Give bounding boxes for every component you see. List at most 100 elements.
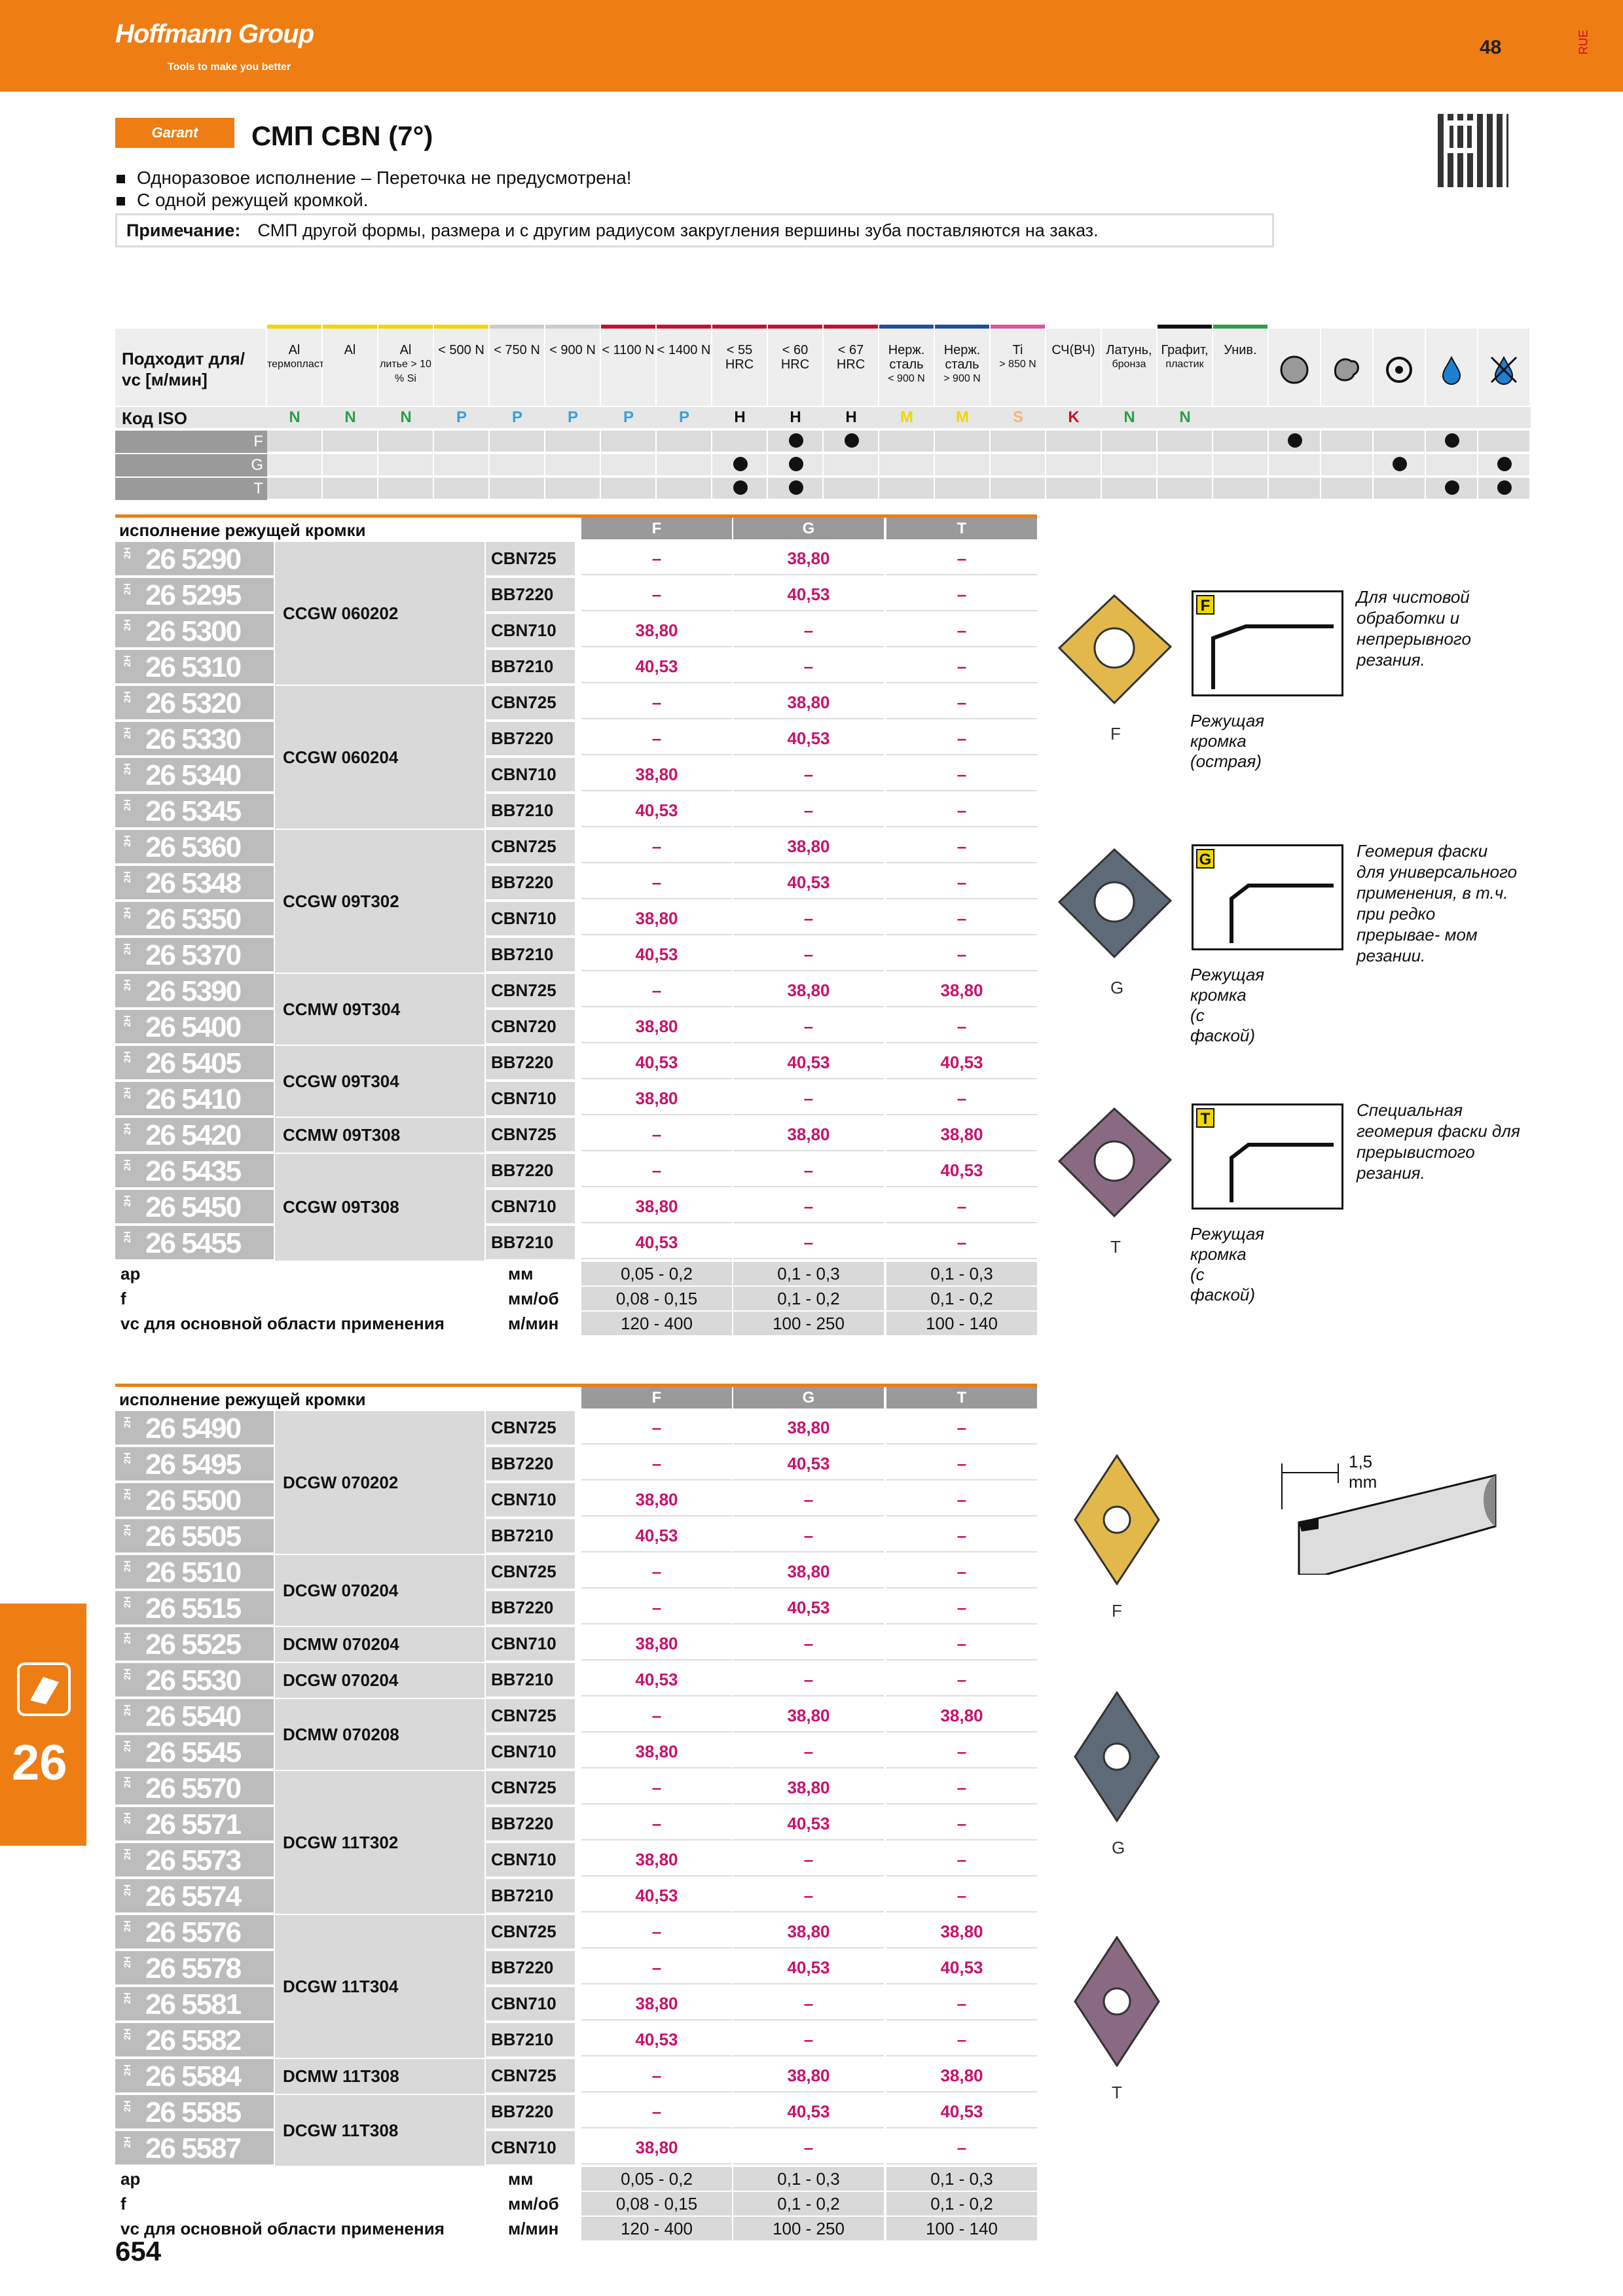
cbn-grade: BB7220	[486, 578, 575, 611]
grid-cell	[601, 431, 657, 453]
edge-profile-icon	[1230, 884, 1334, 943]
material-color-bar	[323, 325, 377, 330]
price-cell: –	[886, 1082, 1037, 1115]
grid-cell	[657, 454, 712, 476]
cbn-grade: BB7220	[486, 2095, 575, 2128]
cbn-grade: CBN725	[486, 1915, 575, 1948]
price-cell: 40,53	[581, 938, 732, 971]
article-prefix: 2H	[122, 1087, 132, 1099]
price-cell: 40,53	[886, 1154, 1037, 1187]
material-color-bar	[935, 325, 989, 330]
cbn-grade: CBN710	[486, 1082, 575, 1115]
grid-cell	[879, 431, 935, 453]
price-cell: –	[581, 974, 732, 1007]
param-unit: мм	[508, 2169, 534, 2189]
price-cell: 38,80	[733, 686, 884, 719]
suitability-dot	[1393, 457, 1407, 471]
article-prefix: 2H	[122, 907, 132, 919]
suitability-row: G	[115, 453, 1531, 476]
material-name: < 1100 N	[602, 343, 655, 357]
price-cell: 40,53	[581, 1226, 732, 1259]
price-cell: –	[886, 722, 1037, 755]
material-color-bar	[434, 325, 488, 330]
grid-cell	[434, 454, 490, 476]
insert-designation: DCMW 11T308	[275, 2059, 484, 2094]
grid-cell	[935, 431, 991, 453]
price-cell: –	[733, 614, 884, 647]
material-name: Нерж. сталь	[888, 343, 925, 372]
price-cell: –	[581, 542, 732, 575]
cbn-grade: BB7220	[486, 1447, 575, 1480]
price-cell: –	[886, 542, 1037, 575]
cbn-grade: CBN725	[486, 686, 575, 719]
param-value: 0,1 - 0,3	[886, 2167, 1037, 2191]
article-value: 26 5350	[145, 903, 242, 935]
param-value: 0,1 - 0,2	[886, 1287, 1037, 1310]
material-column: < 900 N	[545, 329, 601, 406]
suitability-row: T	[115, 476, 1531, 500]
grid-cell	[1158, 431, 1213, 453]
grid-cell	[323, 431, 378, 453]
suitability-dot	[1497, 480, 1512, 495]
param-value: 0,05 - 0,2	[581, 1262, 732, 1285]
article-value: 26 5370	[145, 939, 242, 971]
article-value: 26 5320	[145, 687, 242, 719]
material-spec: литье > 10 % Si	[380, 359, 431, 384]
article-prefix: 2H	[122, 619, 132, 631]
cbn-grade: BB7210	[486, 1226, 575, 1259]
article-value: 26 5495	[145, 1448, 242, 1480]
grid-cell	[1102, 431, 1158, 453]
price-cell: –	[733, 1483, 884, 1516]
article-prefix: 2H	[122, 1123, 132, 1135]
article-prefix: 2H	[122, 1740, 132, 1752]
grid-cell	[1478, 478, 1531, 500]
param-value: 100 - 250	[733, 2217, 884, 2240]
grid-cell	[490, 431, 545, 453]
qr-code-icon[interactable]	[1438, 114, 1508, 187]
article-prefix: 2H	[122, 763, 132, 775]
grid-cell	[1426, 478, 1478, 500]
material-name: СЧ(ВЧ)	[1051, 343, 1095, 357]
insert-letter: G	[1110, 978, 1124, 997]
edge-column-header: G	[733, 1387, 884, 1408]
cbn-grade: CBN710	[486, 1987, 575, 2020]
material-name: < 500 N	[438, 343, 484, 357]
cbn-grade: CBN710	[486, 614, 575, 647]
grid-cell	[824, 431, 879, 453]
article-prefix: 2H	[122, 691, 132, 703]
chapter-tab[interactable]	[0, 1604, 86, 1846]
param-value: 0,08 - 0,15	[581, 1287, 732, 1310]
article-value: 26 5510	[145, 1556, 242, 1588]
material-color-bar	[1102, 325, 1156, 330]
article-value: 26 5410	[145, 1083, 242, 1115]
suitability-dot	[788, 457, 803, 471]
param-value: 100 - 140	[886, 2217, 1037, 2240]
price-cell: –	[886, 1735, 1037, 1768]
article-value: 26 5570	[145, 1772, 242, 1804]
price-cell: –	[733, 2023, 884, 2056]
insert-designation: DCMW 070204	[275, 1627, 484, 1662]
price-cell: –	[733, 938, 884, 971]
price-cell: 38,80	[581, 1627, 732, 1660]
article-prefix: 2H	[122, 1488, 132, 1500]
material-color-bar	[657, 325, 711, 330]
brand-tagline: Tools to make you better	[168, 62, 291, 73]
price-cell: 40,53	[581, 2023, 732, 2056]
